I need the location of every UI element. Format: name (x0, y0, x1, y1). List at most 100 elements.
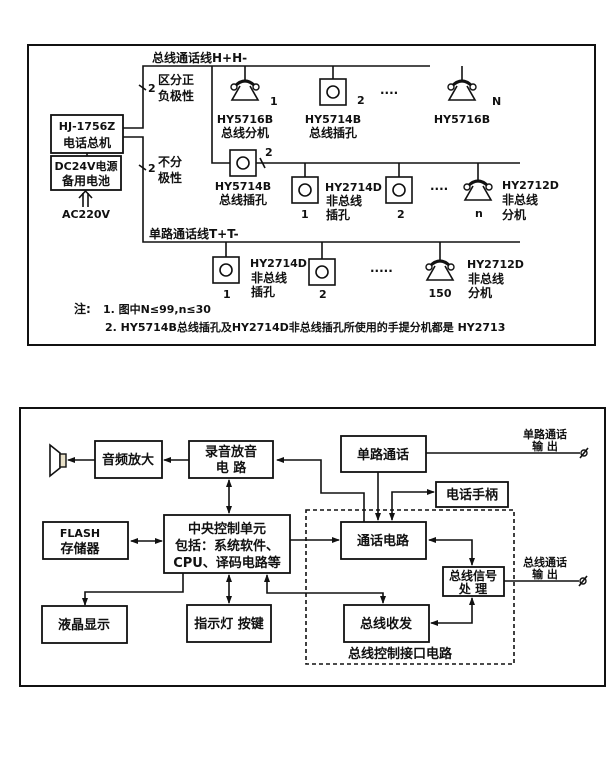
handset-box (435, 481, 509, 508)
single-phone-number: 150 (429, 287, 452, 300)
sub-socket-1-model: HY2714D (325, 181, 382, 194)
single-ellipsis: ····· (370, 264, 393, 278)
bus-out-label-1: 总线通话 (523, 555, 567, 569)
sub-ellipsis: ···· (430, 182, 448, 196)
single-call-box (340, 435, 427, 473)
bus-interface-label: 总线控制接口电路 (348, 646, 453, 662)
socket-icon (212, 256, 240, 284)
cpu-label-3: CPU、译码电路等 (173, 555, 281, 571)
bus-phone-1-number: 1 (270, 95, 278, 108)
bottom-frame (19, 407, 606, 687)
power-line2: 备用电池 (61, 173, 110, 188)
socket-icon (291, 176, 319, 204)
sub-socket-2-number: 2 (397, 208, 405, 221)
single-phone-name2: 分机 (468, 285, 492, 300)
nonpolar-label-2: 极性 (158, 170, 182, 185)
socket-icon (308, 258, 336, 286)
note-2: 2. HY5714B总线插孔及HY2714D非总线插孔所使用的手提分机都是 HY… (105, 320, 505, 334)
bottom-diagram: 音频放大 录音放音 电 路 单路通话 单路通话 输 出 电话手柄 FLASH 存… (19, 407, 606, 687)
bus-line-label: 总线通话线H+H- (152, 50, 247, 65)
sub-bus-socket-model: HY5714B (215, 180, 271, 193)
socket-icon (229, 149, 257, 177)
bus-phone-n-model: HY5716B (434, 113, 490, 126)
single-socket-1-number: 1 (223, 288, 231, 301)
single-socket-1-name1: 非总线 (251, 270, 287, 285)
single-phone-name1: 非总线 (468, 271, 504, 286)
single-socket-1-model: HY2714D (250, 257, 307, 270)
top-frame (27, 44, 596, 346)
nonpolar-label-1: 不分 (158, 154, 182, 169)
single-socket-2-number: 2 (319, 288, 327, 301)
phone-icon (229, 79, 261, 102)
cpu-label-1: 中央控制单元 (188, 521, 266, 537)
polar-wire-count: 2 (148, 82, 156, 95)
power-line1: DC24V电源 (54, 159, 117, 173)
bus-signal-box (442, 566, 505, 597)
record-play-box (188, 440, 274, 479)
socket-icon (319, 78, 347, 106)
single-out-label-1: 单路通话 (523, 427, 567, 441)
note-1: 1. 图中N≤99,n≤30 (103, 302, 211, 316)
record-play-label-1: 录音放音 (205, 444, 257, 460)
handset-label: 电话手柄 (446, 487, 498, 503)
host-name: 电话总机 (63, 135, 111, 150)
nonpolar-wire-count: 2 (148, 162, 156, 175)
bus-phone-1-name: 总线分机 (221, 125, 269, 140)
sub-bus-socket-name: 总线插孔 (219, 192, 267, 207)
phone-icon (462, 179, 494, 202)
flash-label-2: 存储器 (60, 541, 100, 557)
indicator-keys-label: 指示灯 按键 (194, 616, 264, 632)
power-input: AC220V (62, 208, 111, 221)
call-circuit-box (340, 521, 427, 560)
output-terminal-icon (579, 447, 589, 459)
bus-transceiver-box (343, 604, 430, 643)
socket-icon (385, 176, 413, 204)
sub-phone-name2: 分机 (502, 207, 526, 222)
audio-amp-box (94, 440, 163, 479)
audio-amp-label: 音频放大 (102, 452, 154, 468)
lcd-box (41, 605, 128, 644)
notes-prefix: 注: (74, 301, 91, 316)
bus-signal-label-1: 总线信号 (449, 568, 497, 583)
bus-socket-2-model: HY5714B (305, 113, 361, 126)
call-circuit-label: 通话电路 (357, 533, 410, 549)
power-box (50, 155, 122, 191)
sub-bus-wire-count: 2 (265, 146, 273, 159)
sub-phone-n-number: n (475, 207, 483, 220)
sub-socket-1-name1: 非总线 (326, 193, 362, 208)
single-out-label-2: 输 出 (532, 439, 558, 453)
flash-box (42, 521, 129, 560)
bus-phone-1-model: HY5716B (217, 113, 273, 126)
output-terminal-icon (578, 575, 588, 587)
phone-icon (424, 259, 456, 282)
single-line-label: 单路通话线T+T- (149, 226, 239, 241)
single-socket-1-name2: 插孔 (251, 284, 275, 299)
top-diagram: HJ-1756Z 电话总机 DC24V电源 备用电池 AC220V 总线通话线H… (27, 44, 596, 346)
bus-interface-group (305, 509, 515, 665)
bus-phone-n-number: N (492, 95, 501, 108)
single-call-label: 单路通话 (357, 447, 409, 463)
bus-transceiver-label: 总线收发 (360, 616, 413, 632)
sub-phone-model: HY2712D (502, 179, 559, 192)
phone-icon (446, 79, 478, 102)
cpu-label-2: 包括：系统软件、 (175, 538, 279, 554)
sub-socket-1-number: 1 (301, 208, 309, 221)
bus-out-label-2: 输 出 (532, 567, 558, 581)
sub-socket-1-name2: 插孔 (326, 207, 350, 222)
lcd-label: 液晶显示 (58, 617, 110, 633)
bus-socket-2-number: 2 (357, 94, 365, 107)
double-arrow-icon (78, 189, 93, 207)
single-phone-model: HY2712D (467, 258, 524, 271)
sub-phone-name1: 非总线 (502, 192, 538, 207)
indicator-keys-box (186, 604, 272, 643)
bus-socket-2-name: 总线插孔 (309, 125, 357, 140)
polar-label-2: 负极性 (158, 88, 194, 103)
flash-label-1: FLASH (60, 527, 100, 540)
bus-signal-label-2: 处 理 (458, 581, 487, 596)
cpu-box (163, 514, 291, 574)
polar-label-1: 区分正 (158, 72, 194, 87)
host-model: HJ-1756Z (59, 120, 115, 133)
speaker-icon (49, 443, 67, 478)
record-play-label-2: 电 路 (216, 460, 248, 476)
